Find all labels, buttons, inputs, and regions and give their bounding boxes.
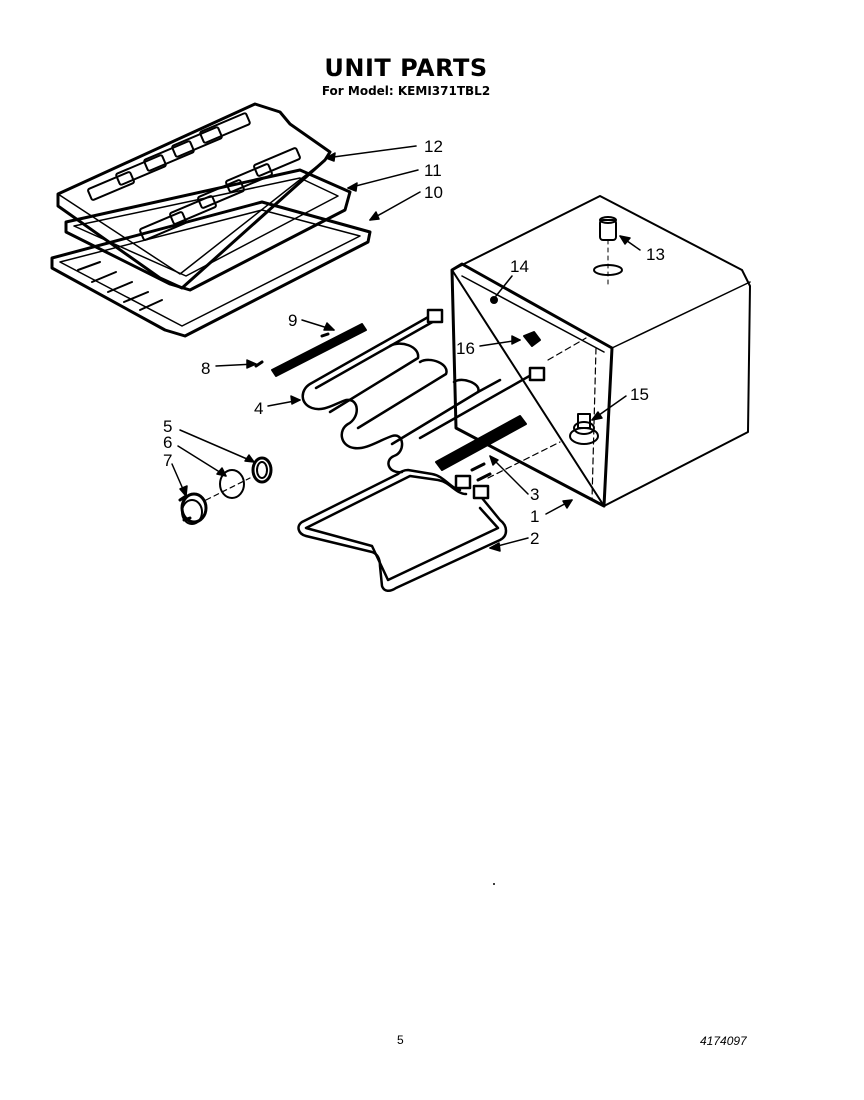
callout-6: 6 xyxy=(163,433,172,452)
callout-10: 10 xyxy=(424,183,443,202)
sensor-15 xyxy=(569,413,599,445)
page-number: 5 xyxy=(397,1033,404,1047)
insulator-strip-9 xyxy=(271,323,367,377)
light-lens-6 xyxy=(219,469,245,499)
rack-10 xyxy=(50,200,372,338)
speck xyxy=(493,883,495,885)
callout-5: 5 xyxy=(163,417,172,436)
callout-13: 13 xyxy=(646,245,665,264)
callout-9: 9 xyxy=(288,311,297,330)
clip-14 xyxy=(490,296,498,304)
model-subtitle: For Model: KEMI371TBL2 xyxy=(321,84,491,98)
leader-lines xyxy=(171,145,641,552)
callout-8: 8 xyxy=(201,359,210,378)
screw-8 xyxy=(254,360,264,368)
broil-element-4 xyxy=(301,308,587,474)
page-title: UNIT PARTS xyxy=(324,54,488,82)
callout-11: 11 xyxy=(424,161,442,180)
bake-element-2 xyxy=(297,441,561,592)
callout-12: 12 xyxy=(424,137,443,156)
document-number: 4174097 xyxy=(700,1034,747,1048)
callout-14: 14 xyxy=(510,257,529,276)
thermostat-bulb-13 xyxy=(593,216,623,289)
callout-4: 4 xyxy=(254,399,263,418)
callout-2: 2 xyxy=(530,529,539,548)
callout-3: 3 xyxy=(530,485,539,504)
callout-16: 16 xyxy=(456,339,475,358)
light-socket-7 xyxy=(178,492,208,525)
plug-16 xyxy=(523,331,541,347)
callout-15: 15 xyxy=(630,385,649,404)
light-ring-5 xyxy=(251,456,273,484)
insulator-strip-3 xyxy=(435,415,527,482)
callout-1: 1 xyxy=(530,507,539,526)
callout-7: 7 xyxy=(163,451,172,470)
tray-12 xyxy=(56,102,332,290)
oven-cavity-1 xyxy=(450,195,751,508)
